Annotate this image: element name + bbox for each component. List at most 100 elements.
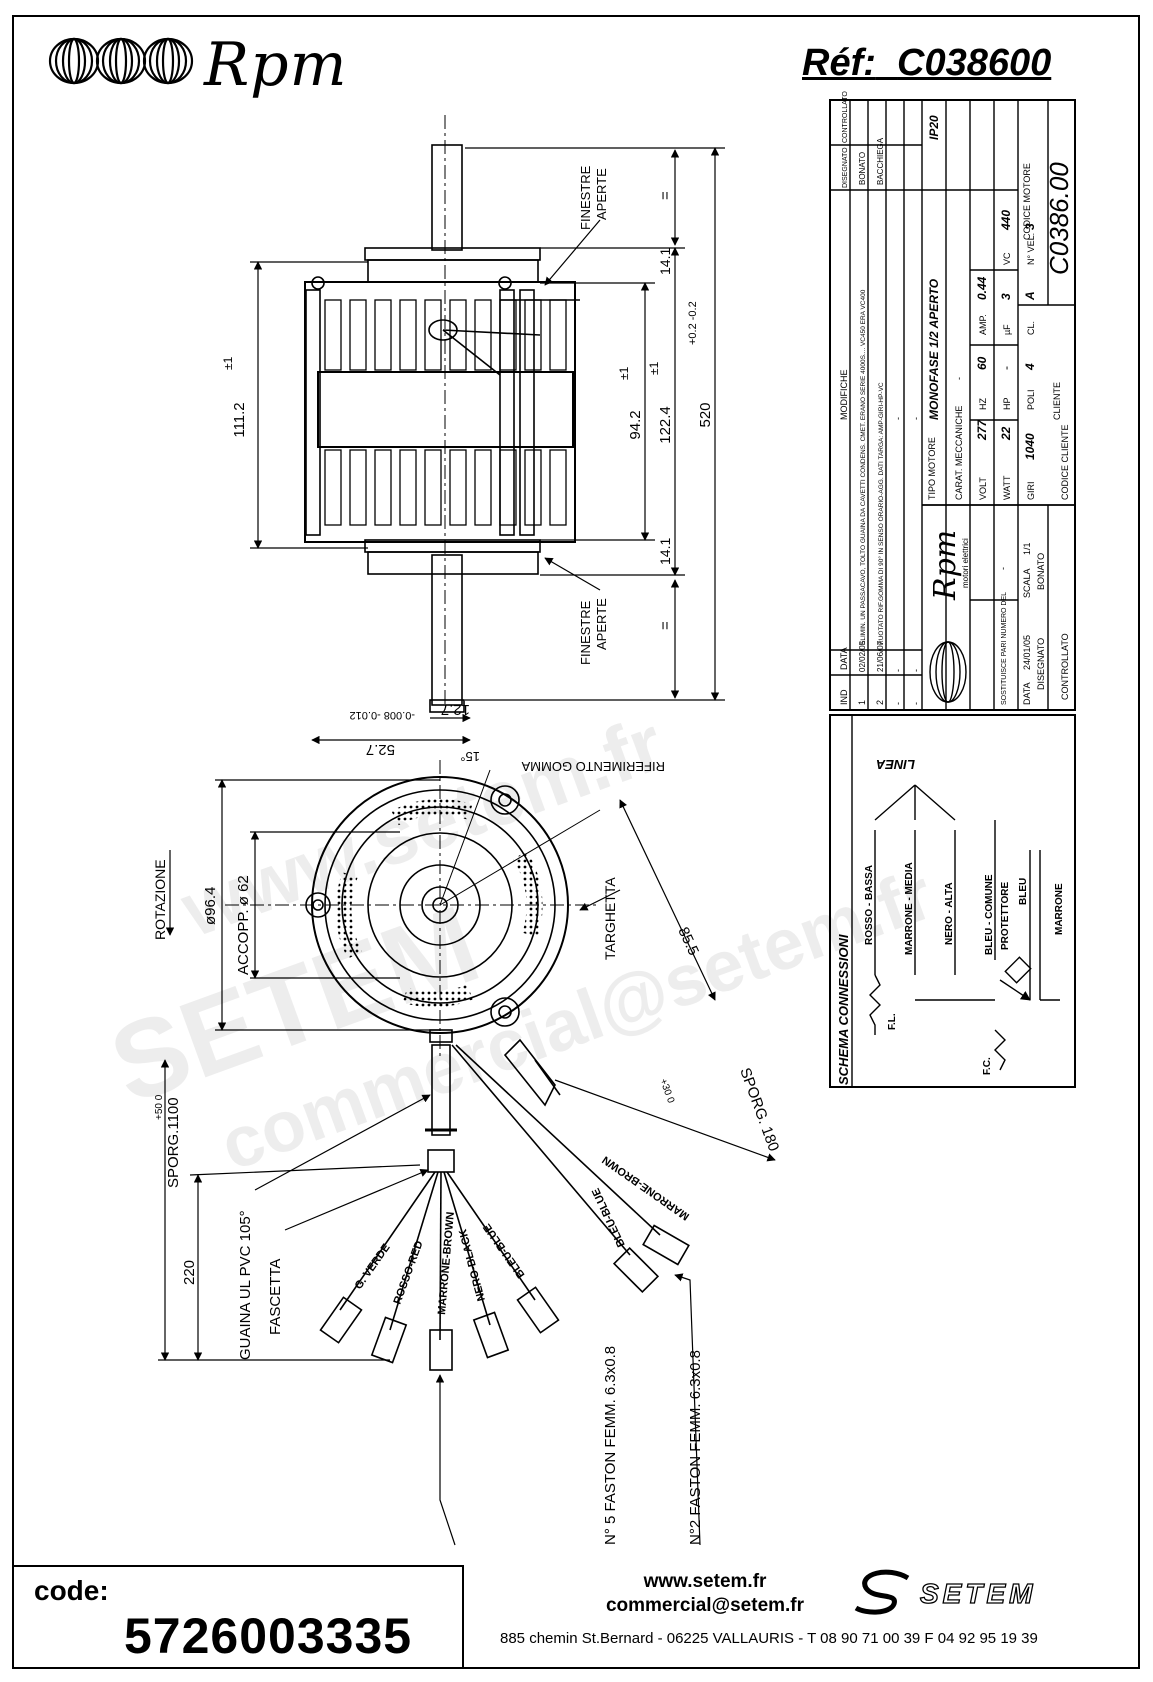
scala-label: SCALA <box>1022 568 1032 598</box>
schema-row-rosso: ROSSO - BASSA <box>864 865 875 945</box>
faston-5: N° 5 FASTON FEMM. 6.3x0.8 <box>602 1346 619 1545</box>
dim-520: 520 <box>697 402 714 427</box>
email-link[interactable]: commercial@setem.fr <box>605 1595 805 1616</box>
uf-value: 3 <box>999 293 1013 300</box>
linea-label: LINEA <box>876 757 915 772</box>
website-link[interactable]: www.setem.fr <box>643 1571 767 1592</box>
rev3-date: - <box>893 669 903 672</box>
cable-labels: SPORG.1100 +50 0 220 GUAINA UL PVC 105° … <box>154 1094 704 1545</box>
angle-15: 15° <box>460 749 480 764</box>
schema-row-marrone-media: MARRONE - MEDIA <box>904 862 915 955</box>
aperte-bottom: APERTE <box>594 598 609 650</box>
targhetta-label: TARGHETTA <box>602 877 618 960</box>
disegnato-value: BONATO <box>1036 553 1046 590</box>
wire-label-verde: G. VERDE <box>353 1242 393 1292</box>
dim-shaft-tol: -0.008 -0.012 <box>350 709 415 721</box>
faston-2: N°2 FASTON FEMM. 6.3x0.8 <box>687 1350 704 1545</box>
sporg-180: SPORG. 180 <box>736 1066 782 1154</box>
code-label: code: <box>34 1575 109 1606</box>
rev-head-ind: IND <box>839 689 849 705</box>
wire-label-rosso: ROSSO-RED <box>392 1239 426 1306</box>
rev3-n: - <box>893 702 903 705</box>
dim-94: 94.2 <box>627 410 644 439</box>
carat-label: CARAT. MECCANICHE <box>954 406 964 500</box>
watt-label: WATT <box>1002 475 1012 500</box>
fascetta-label: FASCETTA <box>267 1259 284 1335</box>
wiring-schema <box>829 714 1076 1088</box>
dim-94-tol: ±1 <box>617 366 631 380</box>
address: 885 chemin St.Bernard - 06225 VALLAURIS … <box>500 1630 1038 1647</box>
rev-head-controllato: CONTROLLATO <box>842 91 849 143</box>
setem-wordmark: SETEM <box>919 1577 1037 1609</box>
rev-head-data: DATA <box>839 647 849 670</box>
wire-label-bleu: BLEU-BLUE <box>481 1221 527 1280</box>
aperte-top: APERTE <box>594 168 609 220</box>
tb-company: Rpm <box>928 530 963 601</box>
data-label: DATA <box>1022 682 1032 705</box>
rev2-n: 2 <box>875 700 885 705</box>
front-labels: ø96.4 ACCOPP. ø 62 85.5 TARGHETTA ROTAZI… <box>152 859 782 1153</box>
equal-top: = <box>657 191 674 200</box>
controllato-label: CONTROLLATO <box>1060 633 1070 700</box>
schema-row-bleu: BLEU <box>1018 878 1029 905</box>
vc-label: VC <box>1002 252 1012 265</box>
finestre-top: FINESTRE <box>578 165 593 230</box>
wiring-schema-labels: SCHEMA CONNESSIONI LINEA ROSSO - BASSA M… <box>836 757 1065 1085</box>
dim-111: 111.2 <box>231 402 248 437</box>
finestre-bottom: FINESTRE <box>578 600 593 665</box>
amp-value: 0.44 <box>975 276 989 300</box>
dim-111-tol: ±1 <box>221 356 235 370</box>
dim-520-tol: +0.2 -0.2 <box>687 301 699 345</box>
rev1-text: ELIMIN. UN PASSACAVO, TOLTO GUAINA DA CA… <box>860 289 867 645</box>
vc-value: 440 <box>999 210 1013 231</box>
rev3-text: - <box>893 417 903 420</box>
rev2-disegnato: BACCHIEGA <box>876 137 885 185</box>
sporg-1100: SPORG.1100 <box>165 1097 182 1188</box>
poli-value: 4 <box>1023 363 1037 371</box>
dim-96: ø96.4 <box>202 887 219 925</box>
brand-name: Rpm <box>204 30 348 100</box>
guaina-label: GUAINA UL PVC 105° <box>237 1210 254 1360</box>
rev-head-disegnato: DISEGNATO <box>842 147 849 188</box>
dim-122-tol: ±1 <box>647 361 661 375</box>
cliente-label: CLIENTE <box>1052 382 1062 420</box>
tipo-value: MONOFASE 1/2 APERTO <box>927 278 941 420</box>
schema-title: SCHEMA CONNESSIONI <box>836 934 851 1085</box>
code-value: 5726003335 <box>124 1608 413 1664</box>
scala-value: 1/1 <box>1022 542 1032 555</box>
fl-label: F.L. <box>887 1013 898 1030</box>
rev4-n: - <box>911 702 921 705</box>
code-box: code: 5726003335 <box>12 1565 464 1669</box>
accopp-62: ACCOPP. ø 62 <box>235 875 252 975</box>
sostituisce-label: SOSTITUISCE PARI NUMERO DEL <box>1001 592 1008 705</box>
wire-label-nero: NERO-BLACK <box>457 1228 488 1303</box>
dim-122: 122.4 <box>657 406 674 444</box>
rev1-disegnato: BONATO <box>858 152 867 185</box>
rev1-n: 1 <box>857 700 867 705</box>
volt-label: VOLT <box>978 477 988 500</box>
poli-label: POLI <box>1026 389 1036 410</box>
motor-front-view <box>225 760 601 1107</box>
codice-cliente-label: CODICE CLIENTE <box>1060 424 1070 500</box>
rev4-date: - <box>911 669 921 672</box>
title-block <box>829 99 1076 711</box>
reference-number: Réf: C038600 <box>802 42 1051 85</box>
schema-row-marrone: MARRONE <box>1054 883 1065 935</box>
tipo-label: TIPO MOTORE <box>927 437 937 500</box>
cable-assembly <box>319 1044 690 1371</box>
giri-value: 1040 <box>1023 433 1037 460</box>
drawing-frame <box>12 15 1140 1669</box>
side-labels: 111.2 ±1 94.2 ±1 122.4 ±1 520 +0.2 -0.2 … <box>221 165 714 774</box>
codice-motore-label: CODICE MOTORE <box>1022 163 1032 240</box>
sporg-180-tol: +30 0 <box>657 1077 676 1105</box>
rev-head-modifiche: MODIFICHE <box>839 370 849 421</box>
tb-company-sub: motori elettrici <box>961 538 970 588</box>
protettore-label: PROTETTORE <box>1000 882 1011 950</box>
title-block-logo-icon <box>929 641 967 703</box>
side-dimensions <box>250 147 725 745</box>
title-block-text: IND DATA MODIFICHE DISEGNATO CONTROLLATO… <box>839 91 1074 705</box>
ip-value: IP20 <box>927 115 941 140</box>
giri-label: GIRI <box>1026 481 1036 500</box>
nvel-value: 3 <box>1023 223 1037 230</box>
